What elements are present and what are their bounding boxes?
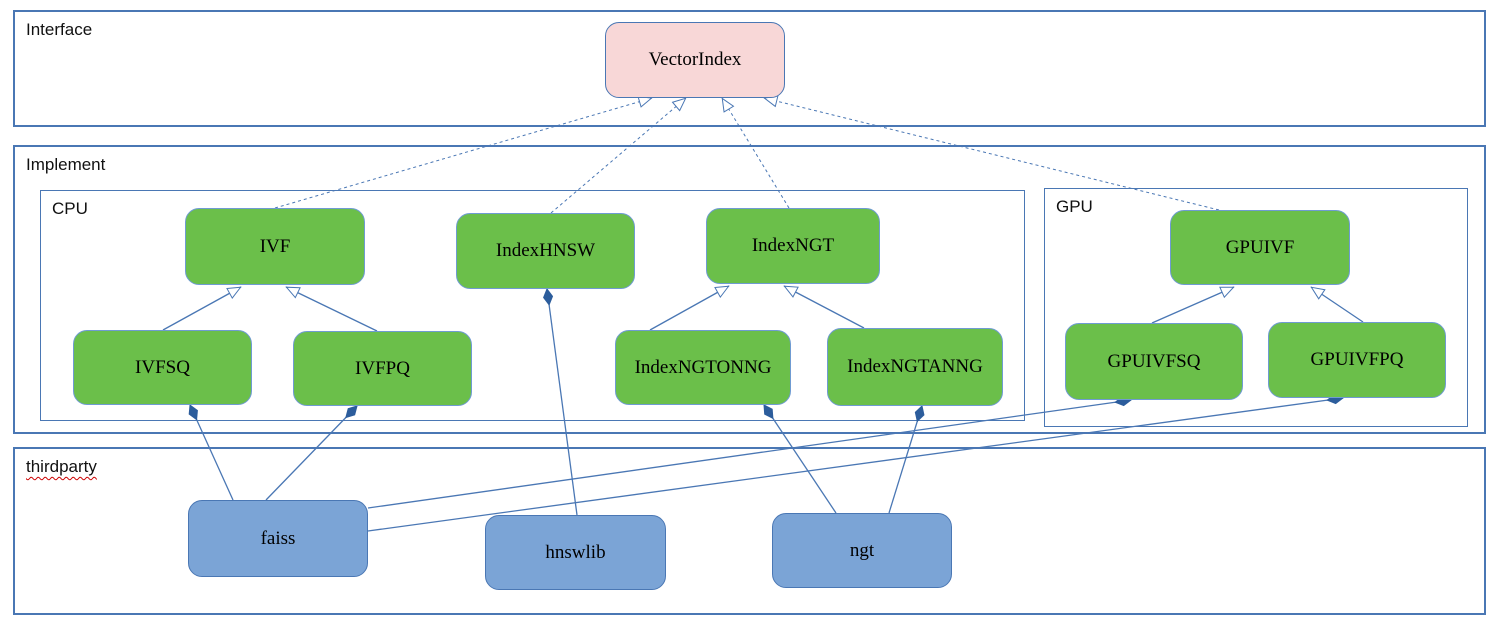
- node-IndexNGTANNG[interactable]: IndexNGTANNG: [827, 328, 1003, 406]
- edge-composition-hnswlib-to-IndexHNSW[interactable]: [543, 287, 578, 516]
- node-label-faiss: faiss: [260, 527, 296, 549]
- node-label-IndexNGTONNG: IndexNGTONNG: [634, 356, 772, 378]
- group-frame-implement[interactable]: Implement: [13, 145, 1486, 434]
- node-GPUIVFSQ[interactable]: GPUIVFSQ: [1065, 323, 1243, 400]
- group-frame-thirdparty[interactable]: thirdparty: [13, 447, 1486, 615]
- group-label-interface: Interface: [26, 20, 93, 39]
- edge-generalization-IndexNGTANNG-to-IndexNGT[interactable]: [783, 285, 865, 329]
- node-label-VectorIndex: VectorIndex: [648, 49, 742, 70]
- node-GPUIVF[interactable]: GPUIVF: [1170, 210, 1350, 285]
- edge-composition-ngt-to-IndexNGTONNG[interactable]: [763, 404, 837, 514]
- node-IVF[interactable]: IVF: [185, 208, 365, 285]
- edge-composition-faiss-to-GPUIVFSQ[interactable]: [367, 396, 1133, 509]
- group-label-gpu: GPU: [1056, 197, 1093, 216]
- edge-generalization-GPUIVFSQ-to-GPUIVF[interactable]: [1151, 286, 1235, 324]
- edge-realization-IndexNGT-to-VectorIndex[interactable]: [721, 97, 790, 209]
- edge-generalization-GPUIVFPQ-to-GPUIVF[interactable]: [1310, 286, 1364, 323]
- edge-realization-GPUIVF-to-VectorIndex[interactable]: [763, 95, 1220, 211]
- node-label-IVF: IVF: [259, 235, 291, 257]
- node-label-IndexNGTANNG: IndexNGTANNG: [847, 356, 983, 377]
- group-label-cpu: CPU: [52, 199, 88, 218]
- node-IndexHNSW[interactable]: IndexHNSW: [456, 213, 635, 289]
- node-label-GPUIVFPQ: GPUIVFPQ: [1310, 349, 1404, 370]
- node-IVFSQ[interactable]: IVFSQ: [73, 330, 252, 405]
- node-label-ngt: ngt: [849, 539, 875, 561]
- node-GPUIVFPQ[interactable]: GPUIVFPQ: [1268, 322, 1446, 398]
- node-VectorIndex[interactable]: VectorIndex: [605, 22, 785, 98]
- group-frame-interface[interactable]: Interface: [13, 10, 1486, 127]
- edge-composition-faiss-to-IVFSQ[interactable]: [188, 404, 234, 501]
- node-label-IndexHNSW: IndexHNSW: [495, 240, 596, 261]
- edge-composition-ngt-to-IndexNGTANNG[interactable]: [888, 405, 925, 514]
- node-label-hnswlib: hnswlib: [545, 541, 606, 563]
- node-label-GPUIVFSQ: GPUIVFSQ: [1107, 350, 1201, 372]
- group-label-thirdparty: thirdparty: [26, 457, 97, 476]
- node-faiss[interactable]: faiss: [188, 500, 368, 577]
- group-frame-cpu[interactable]: CPU: [40, 190, 1025, 421]
- node-IndexNGTONNG[interactable]: IndexNGTONNG: [615, 330, 791, 405]
- node-label-IVFSQ: IVFSQ: [135, 356, 190, 378]
- group-frame-gpu[interactable]: GPU: [1044, 188, 1468, 427]
- node-IVFPQ[interactable]: IVFPQ: [293, 331, 472, 406]
- node-hnswlib[interactable]: hnswlib: [485, 515, 666, 590]
- group-label-implement: Implement: [26, 155, 106, 174]
- edge-composition-faiss-to-GPUIVFPQ[interactable]: [367, 394, 1345, 532]
- node-label-IVFPQ: IVFPQ: [355, 357, 410, 379]
- node-ngt[interactable]: ngt: [772, 513, 952, 588]
- edge-generalization-IVFPQ-to-IVF[interactable]: [285, 286, 378, 332]
- node-label-IndexNGT: IndexNGT: [751, 235, 835, 256]
- edge-generalization-IVFSQ-to-IVF[interactable]: [162, 286, 242, 331]
- edge-realization-IndexHNSW-to-VectorIndex[interactable]: [550, 97, 687, 214]
- node-IndexNGT[interactable]: IndexNGT: [706, 208, 880, 284]
- edge-realization-IVF-to-VectorIndex[interactable]: [274, 95, 653, 209]
- edge-generalization-IndexNGTONNG-to-IndexNGT[interactable]: [649, 285, 730, 331]
- node-label-GPUIVF: GPUIVF: [1225, 236, 1295, 258]
- edge-composition-faiss-to-IVFPQ[interactable]: [265, 405, 358, 501]
